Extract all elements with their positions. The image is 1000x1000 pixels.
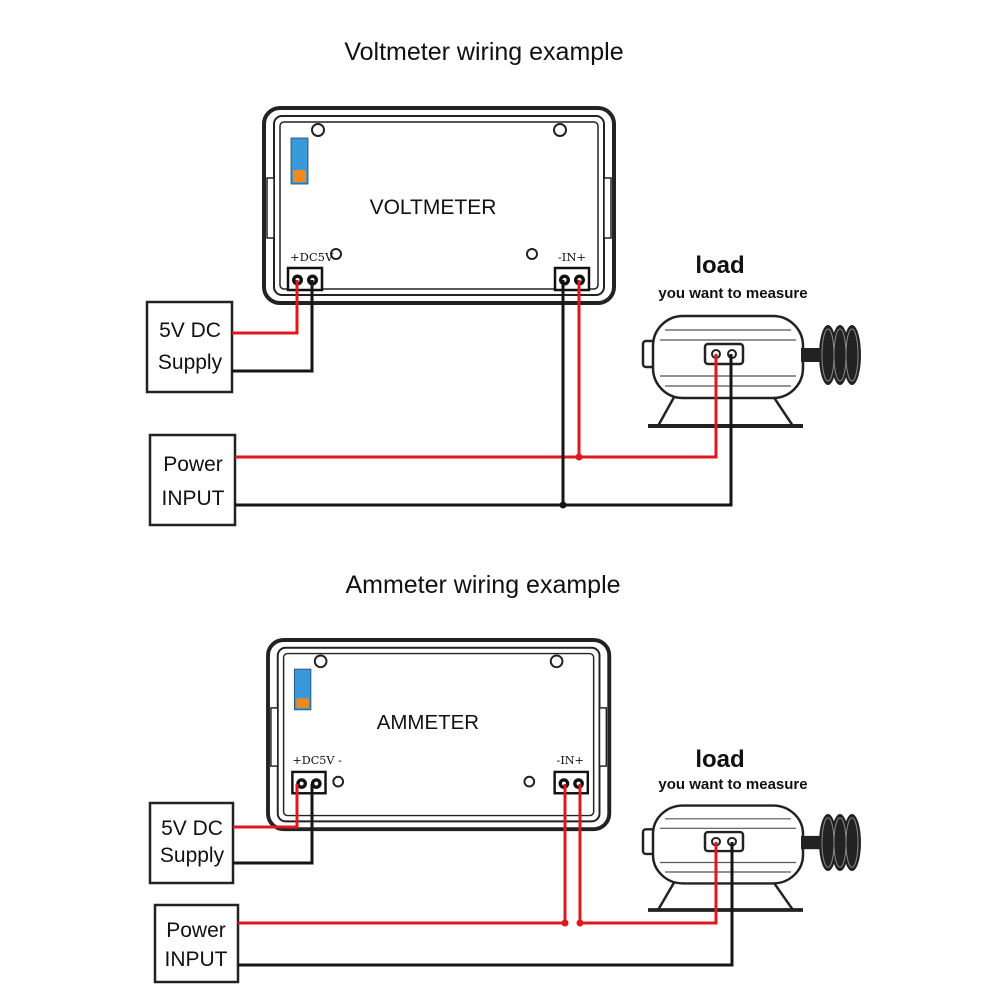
load-title: load xyxy=(695,252,744,279)
load-title: load xyxy=(695,746,744,773)
supply-label-line2: Supply xyxy=(160,844,225,867)
voltmeter-label: VOLTMETER xyxy=(370,196,497,219)
in-terminal-block xyxy=(553,770,590,795)
supply-box: 5V DC Supply xyxy=(145,300,234,394)
supply-label-line2: Supply xyxy=(158,351,223,374)
supply-label-line1: 5V DC xyxy=(161,817,223,840)
power-label-line2: INPUT xyxy=(162,487,225,510)
load-subtitle: you want to measure xyxy=(658,285,807,302)
in-terminal-block xyxy=(553,266,591,292)
in-terminal-label: -IN+ xyxy=(558,250,586,264)
ammeter-panel: AMMETER +DC5V - -IN+ xyxy=(266,638,612,832)
power-label-line2: INPUT xyxy=(165,948,228,971)
power-input-box: Power INPUT xyxy=(148,433,237,527)
ammeter-section: Ammeter wiring example AMMETER +DC5V - -… xyxy=(148,571,863,984)
voltmeter-section-title: Voltmeter wiring example xyxy=(344,38,623,66)
dip-switch-icon xyxy=(293,668,312,711)
in-terminal-label: -IN+ xyxy=(557,754,584,767)
load-subtitle: you want to measure xyxy=(658,776,807,793)
dc5v-terminal-block xyxy=(286,266,324,292)
ammeter-label: AMMETER xyxy=(377,712,479,734)
supply-box: 5V DC Supply xyxy=(148,801,235,885)
voltmeter-section: Voltmeter wiring example VOLTMETER +DC5V… xyxy=(145,38,863,527)
power-input-box: Power INPUT xyxy=(153,903,240,984)
dc5v-terminal-label: +DC5V - xyxy=(292,754,342,767)
supply-label-line1: 5V DC xyxy=(159,319,221,342)
dc5v-terminal-label: +DC5V - xyxy=(290,250,341,264)
power-label-line1: Power xyxy=(163,453,223,476)
ammeter-wires xyxy=(233,784,734,967)
motor-load-icon xyxy=(641,803,863,912)
ammeter-section-title: Ammeter wiring example xyxy=(345,571,620,599)
motor-load-icon xyxy=(641,314,863,428)
power-label-line1: Power xyxy=(166,919,226,942)
dip-switch-icon xyxy=(290,137,309,185)
voltmeter-wires xyxy=(232,280,733,509)
voltmeter-panel: VOLTMETER +DC5V - -IN+ xyxy=(262,106,616,305)
